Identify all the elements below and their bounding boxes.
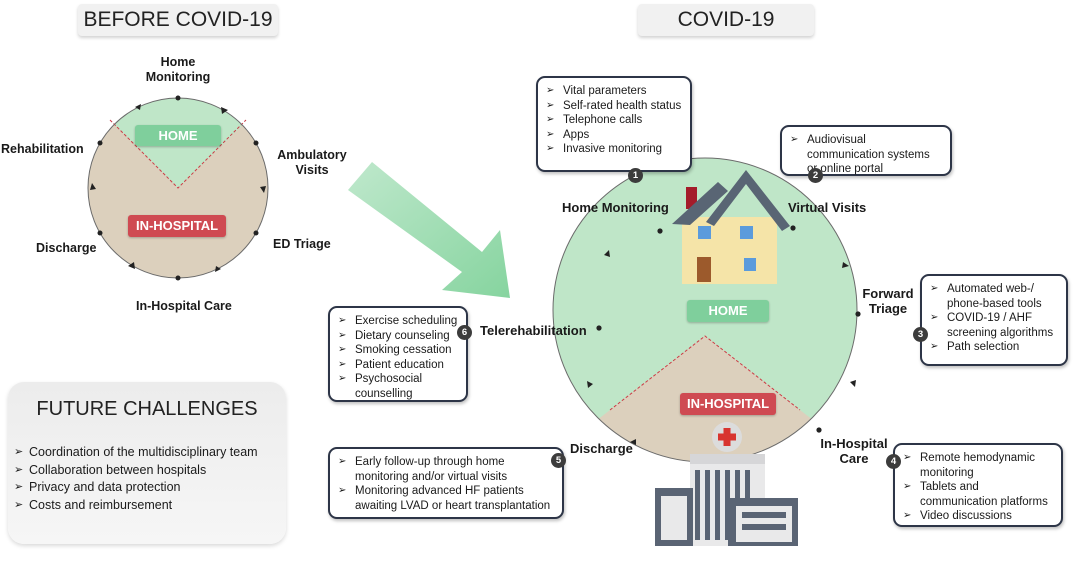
callout-number-badge: 4 bbox=[886, 454, 901, 469]
house-illustration bbox=[672, 170, 790, 284]
future-challenges-title: FUTURE CHALLENGES bbox=[36, 398, 258, 420]
covid-virtual-visits: Virtual Visits bbox=[788, 200, 867, 215]
list-item: Remote hemodynamic monitoring bbox=[903, 451, 1053, 480]
covid-in-hospital-care: In-Hospital Care bbox=[820, 436, 888, 466]
list-item: Vital parameters bbox=[546, 84, 682, 99]
future-challenges-panel: FUTURE CHALLENGES Coordination of the mu… bbox=[8, 382, 286, 544]
covid-title: COVID-19 bbox=[638, 4, 814, 36]
transition-arrow bbox=[348, 162, 510, 298]
list-item: Exercise scheduling bbox=[338, 314, 458, 329]
callout-discharge: Early follow-up through home monitoring … bbox=[328, 447, 564, 519]
list-item: Early follow-up through home monitoring … bbox=[338, 455, 554, 484]
list-item: Tablets and communication platforms bbox=[903, 480, 1053, 509]
list-item: Collaboration between hospitals bbox=[14, 462, 258, 480]
list-item: Telephone calls bbox=[546, 113, 682, 128]
list-item: Costs and reimbursement bbox=[14, 497, 258, 515]
list-item: Smoking cessation bbox=[338, 343, 458, 358]
list-item: Automated web-/ phone-based tools bbox=[930, 282, 1058, 311]
before-title: BEFORE COVID-19 bbox=[78, 4, 278, 36]
list-item: Path selection bbox=[930, 340, 1058, 355]
covid-home-label: HOME bbox=[687, 300, 769, 322]
covid-hospital-label: IN-HOSPITAL bbox=[680, 393, 776, 415]
callout-in-hospital-care: Remote hemodynamic monitoring Tablets an… bbox=[893, 443, 1063, 527]
list-item: Dietary counseling bbox=[338, 329, 458, 344]
callout-telerehabilitation: Exercise scheduling Dietary counseling S… bbox=[328, 306, 468, 402]
covid-home-monitoring: Home Monitoring bbox=[562, 200, 669, 215]
list-item: Coordination of the multidisciplinary te… bbox=[14, 444, 258, 462]
covid-telerehabilitation: Telerehabilitation bbox=[480, 323, 587, 338]
covid-discharge: Discharge bbox=[570, 441, 633, 456]
callout-number-badge: 2 bbox=[808, 168, 823, 183]
callout-number-badge: 5 bbox=[551, 453, 566, 468]
before-in-hospital-care: In-Hospital Care bbox=[136, 299, 232, 313]
before-ambulatory-visits: Ambulatory Visits bbox=[277, 148, 347, 177]
list-item: Privacy and data protection bbox=[14, 479, 258, 497]
list-item: Monitoring advanced HF patients awaiting… bbox=[338, 484, 554, 513]
before-home-monitoring: Home Monitoring bbox=[145, 55, 211, 84]
before-hospital-label: IN-HOSPITAL bbox=[128, 215, 226, 237]
list-item: Patient education bbox=[338, 358, 458, 373]
future-challenges-list: Coordination of the multidisciplinary te… bbox=[14, 444, 258, 514]
list-item: Audiovisual communication systems or onl… bbox=[790, 133, 942, 177]
before-discharge: Discharge bbox=[36, 241, 97, 255]
callout-number-badge: 1 bbox=[628, 168, 643, 183]
callout-number-badge: 6 bbox=[457, 325, 472, 340]
hospital-illustration bbox=[655, 422, 798, 546]
list-item: Apps bbox=[546, 128, 682, 143]
list-item: Psychosocial counselling bbox=[338, 372, 458, 401]
callout-forward-triage: Automated web-/ phone-based tools COVID-… bbox=[920, 274, 1068, 366]
covid-forward-triage: Forward Triage bbox=[862, 286, 914, 316]
list-item: Invasive monitoring bbox=[546, 142, 682, 157]
callout-number-badge: 3 bbox=[913, 327, 928, 342]
callout-virtual-visits: Audiovisual communication systems or onl… bbox=[780, 125, 952, 176]
callout-home-monitoring: Vital parameters Self-rated health statu… bbox=[536, 76, 692, 172]
before-ed-triage: ED Triage bbox=[273, 237, 331, 251]
before-home-label: HOME bbox=[135, 125, 221, 146]
before-rehabilitation: Rehabilitation bbox=[1, 142, 84, 156]
list-item: Self-rated health status bbox=[546, 99, 682, 114]
list-item: Video discussions bbox=[903, 509, 1053, 524]
list-item: COVID-19 / AHF screening algorithms bbox=[930, 311, 1058, 340]
